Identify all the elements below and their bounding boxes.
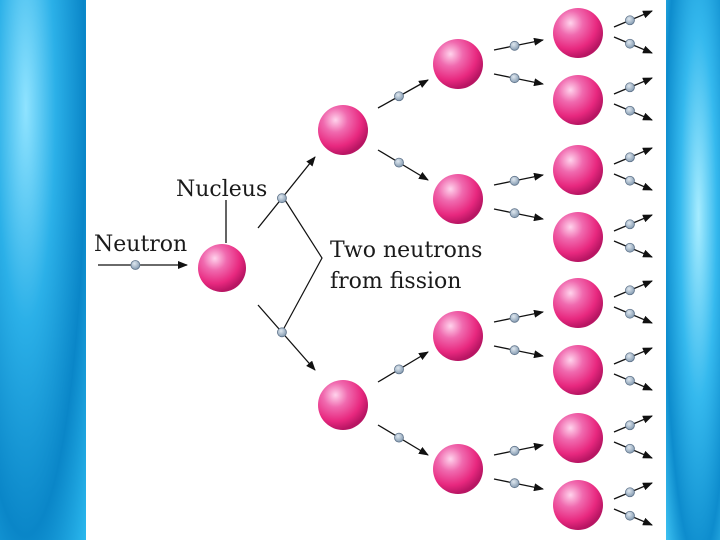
fission-label-line2: from fission xyxy=(330,269,461,294)
gen4-neutron-8 xyxy=(625,243,634,252)
gen3-nucleus-1 xyxy=(433,39,483,89)
gen4-neutron-16 xyxy=(625,511,634,520)
nucleus-label: Nucleus xyxy=(176,177,267,202)
gen2-nucleus-1 xyxy=(318,105,368,155)
gen3-neutron-1 xyxy=(510,41,519,50)
gen3-nucleus-3 xyxy=(433,311,483,361)
gen4-neutron-12 xyxy=(625,376,634,385)
fission-label-line1: Two neutrons xyxy=(330,238,482,263)
gen3-neutron-5 xyxy=(510,313,519,322)
gen4-nucleus-7 xyxy=(553,413,603,463)
gen4-neutron-4 xyxy=(625,106,634,115)
initial-nucleus xyxy=(198,244,246,292)
gen4-neutron-6 xyxy=(625,176,634,185)
fission-neutron-lower-arrow xyxy=(258,305,315,370)
gen3-neutron-6 xyxy=(510,346,519,355)
gen4-nucleus-5 xyxy=(553,278,603,328)
gen2-neutron-4 xyxy=(395,433,404,442)
fission-neutron-lower xyxy=(277,328,286,337)
gen4-nucleus-3 xyxy=(553,145,603,195)
gen4-nucleus-1 xyxy=(553,8,603,58)
gen3-neutron-2 xyxy=(510,74,519,83)
gen4-nucleus-8 xyxy=(553,480,603,530)
gen3-neutron-8 xyxy=(510,479,519,488)
gen4-neutron-1 xyxy=(625,16,634,25)
gen4-neutron-2 xyxy=(625,39,634,48)
gen4-neutron-10 xyxy=(625,309,634,318)
gen2-nucleus-2 xyxy=(318,380,368,430)
gen4-neutron-7 xyxy=(625,220,634,229)
gen4-neutron-14 xyxy=(625,444,634,453)
gen4-neutron-3 xyxy=(625,83,634,92)
gen2-neutron-3 xyxy=(395,365,404,374)
gen2-neutron-1 xyxy=(395,92,404,101)
gen4-neutron-13 xyxy=(625,421,634,430)
gen3-neutron-7 xyxy=(510,446,519,455)
fission-label-bracket xyxy=(283,200,322,330)
incoming-neutron xyxy=(131,261,140,270)
gen4-nucleus-2 xyxy=(553,75,603,125)
gen3-neutron-4 xyxy=(510,209,519,218)
fission-neutron-upper xyxy=(277,194,286,203)
gen3-neutron-3 xyxy=(510,176,519,185)
gen4-neutron-11 xyxy=(625,353,634,362)
neutron-label: Neutron xyxy=(94,232,187,257)
gen4-nucleus-6 xyxy=(553,345,603,395)
gen3-nucleus-4 xyxy=(433,444,483,494)
gen3-nucleus-2 xyxy=(433,174,483,224)
gen2-neutron-2 xyxy=(395,158,404,167)
gen4-neutron-15 xyxy=(625,488,634,497)
gen4-neutron-5 xyxy=(625,153,634,162)
gen4-neutron-9 xyxy=(625,286,634,295)
gen4-nucleus-4 xyxy=(553,212,603,262)
